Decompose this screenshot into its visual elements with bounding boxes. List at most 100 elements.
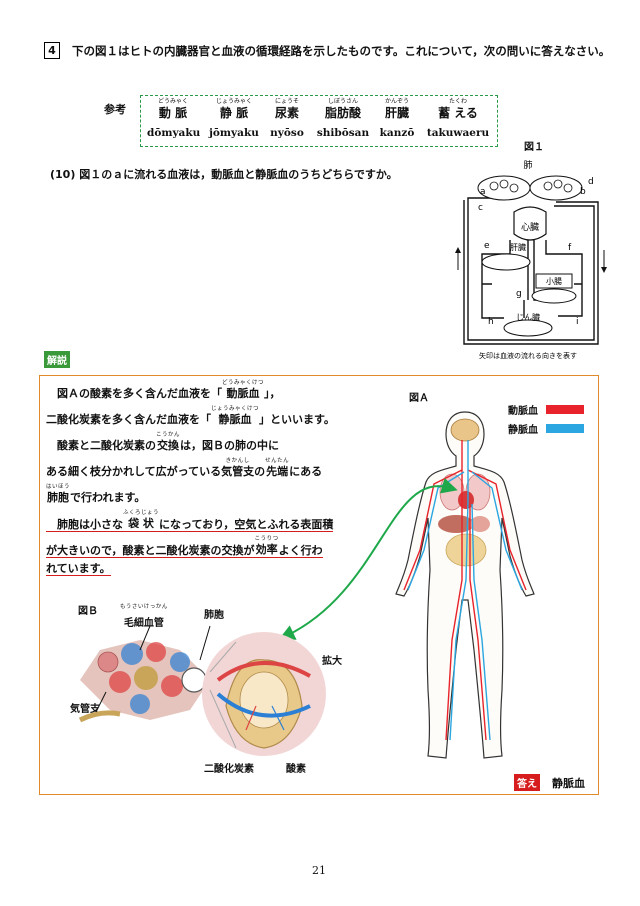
- figure1-lungs: [477, 175, 583, 201]
- term-alveolus: 肺胞: [47, 491, 69, 504]
- term-exchange: 交換: [157, 439, 179, 452]
- stomach: [470, 516, 490, 532]
- answer-text: 静脈血: [552, 777, 585, 790]
- magnify-connector-arrow: [278, 478, 458, 640]
- ruby: もうさいけっかん: [120, 604, 168, 610]
- ref-romaji: jōmyaku: [209, 127, 259, 139]
- figure1-title: 図１: [524, 142, 544, 153]
- ref-ruby: しぼうさん: [327, 98, 358, 105]
- expl-text: 」，: [264, 387, 281, 400]
- ref-kanji: 静 脈: [219, 106, 249, 120]
- label-bronchus: 気管支: [70, 704, 100, 715]
- question-number: 4: [44, 42, 60, 59]
- expl-line6: 肺胞は小さな: [46, 518, 123, 532]
- exchange-arrow: [271, 705, 285, 731]
- figure1-label-d: d: [588, 177, 594, 187]
- label-o2: 酸素: [286, 764, 306, 775]
- figure1-label-b: b: [580, 187, 586, 197]
- figure1-label-intestine: 小腸: [546, 277, 562, 286]
- label-alveolus: 肺胞: [204, 610, 224, 621]
- reference-label: 参考: [104, 103, 126, 116]
- figure1-label-a: a: [480, 187, 486, 197]
- expl-line4: ある細く枝分かれして広がっている: [46, 465, 222, 478]
- expl-text: の: [254, 465, 266, 478]
- page-number: 21: [312, 864, 326, 877]
- figure1-label-f: f: [568, 243, 572, 253]
- ref-ruby: じょうみゃく: [215, 98, 252, 105]
- ref-ruby: かんぞう: [384, 98, 409, 105]
- figure1-label-e: e: [484, 241, 490, 251]
- figure1-vessels: [463, 197, 599, 345]
- brain: [450, 418, 480, 442]
- expl-line7: が大きいので，酸素と二酸化炭素の交換が: [46, 544, 255, 558]
- expl-line1: 図Ａの酸素を多く含んだ血液を「: [46, 387, 222, 400]
- pointer-line: [95, 691, 107, 713]
- explanation-tag: 解説: [44, 351, 70, 368]
- ref-word-shibosan: しぼうさん 脂肪酸 shibōsan: [315, 96, 371, 140]
- legend-arterial: 動脈血: [508, 402, 584, 417]
- figure1-label-i: i: [576, 317, 579, 327]
- figure1-label-g: g: [516, 289, 522, 299]
- green-arrow-path: [278, 478, 458, 640]
- ref-romaji: takuwaeru: [426, 127, 490, 139]
- expl-text: 」といいます。: [259, 413, 335, 426]
- legend-swatch-blue: [546, 424, 584, 433]
- legend-label: 静脈血: [508, 425, 538, 436]
- pointer-line: [139, 625, 151, 651]
- ruby: ふくろじょう: [123, 510, 160, 516]
- ref-ruby: にょうそ: [274, 98, 299, 105]
- expl-text: は，図Ｂの肺の中に: [180, 439, 280, 452]
- legend-swatch-red: [546, 405, 584, 414]
- ref-kanji: 尿素: [274, 106, 299, 120]
- term-venous-blood: 静脈血: [218, 413, 252, 426]
- expl-line5: で行われます。: [70, 491, 146, 504]
- expl-line3: 酸素と二酸化炭素の: [46, 439, 156, 452]
- ref-kanji: 肝臓: [384, 106, 409, 120]
- ruby: じょうみゃくけつ: [211, 406, 260, 412]
- ref-romaji: dōmyaku: [147, 127, 201, 139]
- ref-romaji: kanzō: [379, 127, 415, 139]
- figure1-label-lung: 肺: [523, 160, 532, 171]
- pointer-line: [199, 625, 211, 661]
- ref-kanji: 脂肪酸: [324, 106, 361, 120]
- term-sac-shape: 袋 状: [128, 517, 154, 530]
- figure1-label-heart: 心臓: [521, 222, 539, 233]
- ruby: こうかん: [156, 432, 181, 438]
- explanation-text: 図Ａの酸素を多く含んだ血液を「どうみゃくけつ動脈血」， 二酸化炭素を多く含んだ血…: [46, 380, 335, 582]
- figure1-label-liver: 肝臓: [510, 242, 526, 252]
- term-efficiency: 効率: [255, 543, 278, 556]
- ref-word-jomyaku: じょうみゃく 静 脈 jōmyaku: [207, 96, 261, 140]
- ref-kanji: 動 脈: [158, 106, 188, 120]
- figure1-intestine: [531, 288, 577, 304]
- capillary-blue: [216, 692, 311, 718]
- ref-romaji: nyōso: [270, 127, 304, 139]
- ref-ruby: どうみゃく: [157, 98, 188, 105]
- ruby: きかんし: [225, 458, 250, 464]
- question-text: 下の図１はヒトの内臓器官と血液の循環経路を示したものです。これについて，次の問い…: [72, 44, 611, 58]
- expl-text: にある: [289, 465, 323, 478]
- figure1-label-h: h: [488, 317, 494, 327]
- ref-kanji: 蓄 える: [438, 106, 478, 120]
- term-bronchus: 気管支: [221, 465, 255, 478]
- figure1-caption: 矢印は血液の流れる向きを表す: [479, 351, 577, 360]
- ruby: はいほう: [46, 484, 71, 490]
- figureB-alveoli-illustration: [78, 625, 326, 756]
- ref-ruby: たくわ: [448, 98, 467, 105]
- figure1-liver: [481, 253, 531, 271]
- figure1-label-c: c: [478, 203, 483, 213]
- ref-word-takuwaeru: たくわ 蓄 える takuwaeru: [423, 96, 493, 140]
- term-tip: 先端: [266, 465, 289, 478]
- ref-romaji: shibōsan: [316, 127, 370, 139]
- capillary-red: [216, 660, 311, 682]
- ref-word-nyoso: にょうそ 尿素 nyōso: [267, 96, 307, 140]
- label-co2: 二酸化炭素: [204, 764, 254, 775]
- figureA-title: 図Ａ: [409, 393, 429, 404]
- exchange-arrow: [245, 705, 257, 731]
- bronchus-tube: [78, 710, 121, 723]
- answer-tag: 答え: [514, 774, 540, 791]
- ruby: こうりつ: [254, 536, 279, 542]
- term-arterial-blood: 動脈血: [226, 387, 260, 400]
- figure1-circulation-diagram: 肺 心臓 肝臓 小腸 じん臓 a b c d e f g h i 矢印は血液の流…: [455, 160, 607, 360]
- explanation-box: [39, 375, 599, 795]
- reference-box: どうみゃく 動 脈 dōmyaku じょうみゃく 静 脈 jōmyaku にょう…: [140, 95, 498, 147]
